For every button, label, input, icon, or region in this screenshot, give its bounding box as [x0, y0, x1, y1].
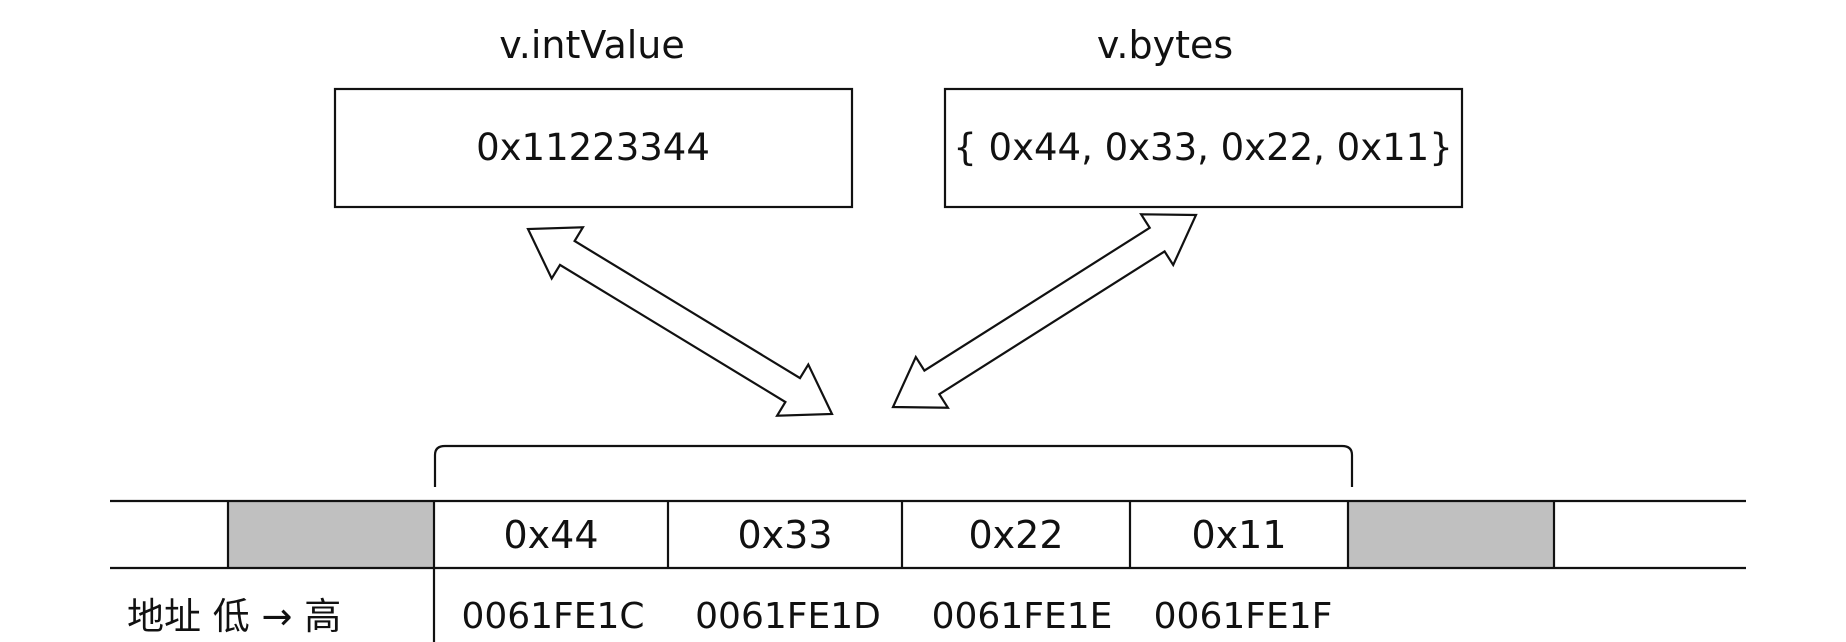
memory-address: 0061FE1E — [932, 596, 1113, 637]
memory-cell-byte: 0x44 — [503, 513, 598, 557]
memory-address: 0061FE1D — [695, 596, 881, 637]
memory-address: 0061FE1F — [1154, 596, 1333, 637]
memory-padding-cell-left — [228, 501, 434, 568]
memory-cell-byte: 0x22 — [968, 513, 1063, 557]
memory-cell-byte: 0x33 — [737, 513, 832, 557]
int-value-text: 0x11223344 — [476, 126, 710, 169]
bytes-title: v.bytes — [1097, 23, 1233, 67]
int-value-title: v.intValue — [499, 23, 685, 67]
memory-address: 0061FE1C — [461, 596, 644, 637]
double-arrow-int-value — [526, 226, 834, 417]
byte-group-bracket — [433, 444, 1354, 487]
memory-cell-byte: 0x11 — [1191, 513, 1286, 557]
int-value-box — [333, 87, 854, 209]
bytes-text: { 0x44, 0x33, 0x22, 0x11} — [953, 126, 1452, 169]
bytes-box — [943, 87, 1464, 209]
address-axis-label: 地址 低 → 高 — [127, 595, 341, 638]
double-arrow-bytes — [891, 213, 1198, 409]
memory-padding-cell-right — [1348, 501, 1554, 568]
